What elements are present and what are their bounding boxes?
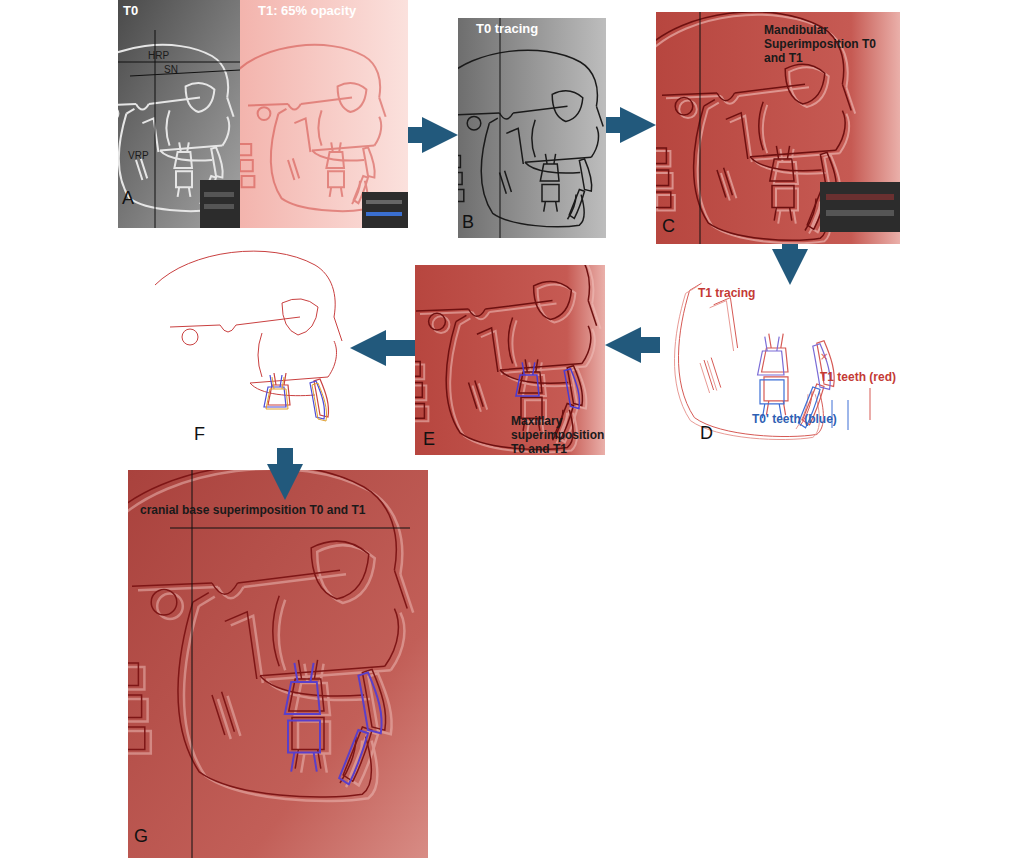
upper-teeth <box>516 362 580 408</box>
superimposition-panel: cranial base superimposition T0 and T1 G <box>128 500 428 858</box>
leader-line <box>870 388 871 420</box>
maxillary-overlay <box>415 265 605 455</box>
skull-tracing <box>458 50 603 227</box>
panel-letter: B <box>462 212 492 233</box>
time-label: T1: 65% opacity <box>258 4 403 19</box>
panel-a: T0HRP SN VRP T1: 65% opacityA <box>118 0 408 228</box>
panel-letter: A <box>122 188 152 209</box>
skull-image <box>240 45 386 211</box>
software-panel-row <box>204 192 234 197</box>
panel-letter: D <box>700 423 730 444</box>
panel-caption: cranial base superimposition T0 and T1 <box>140 504 410 518</box>
flow-arrow <box>641 337 660 353</box>
software-panel-row <box>204 204 234 209</box>
skull-tracing <box>415 265 597 449</box>
skull-tracing <box>128 470 407 797</box>
reference-line <box>192 470 193 858</box>
cross-mark: × <box>820 351 828 362</box>
reference-line <box>700 12 701 244</box>
panel-caption: T0 tracing <box>476 22 596 37</box>
radiograph-background <box>240 0 408 228</box>
maxillary-tracing <box>155 251 342 421</box>
tracing-panel: T0 tracingB <box>458 18 606 238</box>
radiograph-background <box>656 12 900 244</box>
software-panel-row <box>826 194 894 200</box>
flow-arrow <box>408 127 422 143</box>
reference-line <box>130 70 240 76</box>
mandibular-overlay <box>656 12 900 244</box>
panel-letter: E <box>423 429 453 450</box>
tracing-panel: T1 tracingT1 teeth (red)T0' teeth (blue)… <box>660 285 895 445</box>
panel-caption: Maxillary superimposition T0 and T1 <box>511 415 603 456</box>
leader-line <box>848 400 849 430</box>
reference-line <box>500 18 501 238</box>
cranium-tracing <box>155 251 342 377</box>
software-panel-row <box>366 212 402 216</box>
tracing-panel: F <box>190 270 350 448</box>
software-panel-row <box>826 210 894 216</box>
panel-letter: F <box>194 424 224 445</box>
upper-teeth <box>285 663 382 733</box>
reference-label: HRP <box>148 50 188 62</box>
reference-label: SN <box>164 64 194 76</box>
software-panel <box>820 182 900 232</box>
software-panel <box>362 192 408 228</box>
superimposition-panel: Mandibular Superimposition T0 and T1 C <box>656 12 900 244</box>
radiograph-t0 <box>118 0 240 228</box>
tracing-t0 <box>458 18 606 238</box>
upper-teeth <box>758 337 831 390</box>
legend-label: T0' teeth (blue) <box>752 413 872 427</box>
panel-letter: G <box>134 826 164 847</box>
reference-line <box>118 62 240 63</box>
time-label: T0 <box>123 4 163 19</box>
flow-arrow <box>277 448 293 464</box>
skull-image <box>128 470 413 801</box>
software-panel <box>200 180 240 228</box>
cranial-base-overlay <box>128 470 428 858</box>
flow-arrow <box>782 244 798 249</box>
radiograph-t1 <box>240 0 408 228</box>
lower-teeth <box>288 720 368 784</box>
flow-arrow <box>386 340 415 356</box>
legend-label: T1 teeth (red) <box>820 371 920 385</box>
panel-caption: T1 tracing <box>698 287 818 301</box>
upper-teeth <box>268 373 329 417</box>
radiograph-panel: T1: 65% opacity <box>240 0 408 228</box>
superimposition-panel: Maxillary superimposition T0 and T1 E <box>415 265 605 455</box>
panel-caption: Mandibular Superimposition T0 and T1 <box>764 24 886 65</box>
software-panel-row <box>366 200 402 204</box>
reference-line <box>170 528 410 529</box>
panel-letter: C <box>662 216 692 237</box>
flow-arrow <box>606 117 620 133</box>
reference-label: VRP <box>128 150 168 162</box>
radiograph-panel: T0HRP SN VRP <box>118 0 240 228</box>
upper-teeth <box>266 377 327 421</box>
